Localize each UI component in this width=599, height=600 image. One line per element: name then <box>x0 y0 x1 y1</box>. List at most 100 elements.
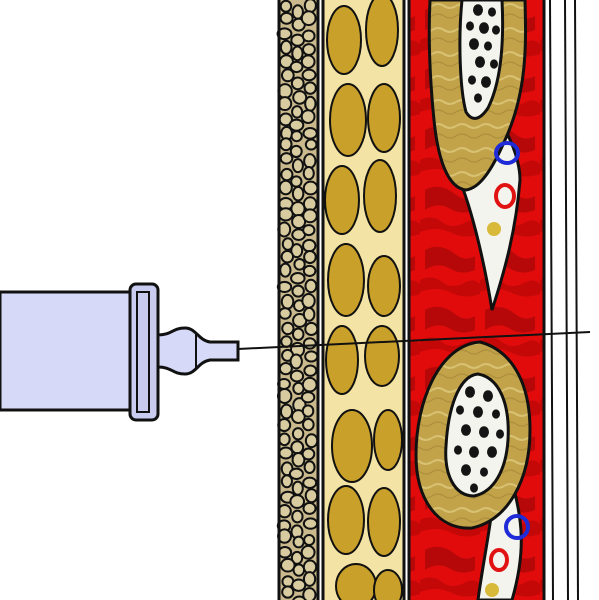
skin-cell <box>305 461 315 473</box>
skin-cell <box>292 131 302 141</box>
marrow-spot <box>468 75 476 84</box>
fat-lobule <box>332 410 372 482</box>
marrow-spot <box>479 426 489 438</box>
nerve-upper <box>487 222 501 236</box>
syringe-icon <box>0 284 238 420</box>
fat-lobule <box>368 84 400 152</box>
skin-cell <box>282 323 293 334</box>
fat-lobule <box>336 564 376 600</box>
skin-cell <box>304 182 318 195</box>
skin-cell <box>303 378 317 391</box>
skin-cell <box>304 266 316 276</box>
skin-cell <box>304 251 316 263</box>
skin-cell <box>303 30 315 41</box>
skin-cell <box>282 475 292 487</box>
marrow-spot <box>473 4 483 16</box>
syringe-hub <box>158 328 238 374</box>
skin-cell <box>306 489 318 502</box>
deep-layers <box>550 0 578 600</box>
marrow-spot <box>488 7 496 16</box>
skin-cell <box>281 405 292 419</box>
marrow-spot <box>461 424 471 436</box>
skin-cell <box>305 82 316 93</box>
skin-cell <box>293 428 303 439</box>
skin-layer <box>278 0 318 600</box>
fat-lobule <box>374 570 402 600</box>
skin-cell <box>303 44 315 55</box>
skin-cell <box>303 449 315 460</box>
skin-cell <box>303 225 314 235</box>
skin-cell <box>281 13 293 24</box>
skin-cell <box>306 434 317 447</box>
skin-cell <box>303 478 316 488</box>
skin-cell <box>279 547 291 557</box>
syringe-barrel <box>0 292 132 410</box>
marrow-spot <box>483 390 493 402</box>
fat-lobule <box>365 326 399 386</box>
skin-cell <box>281 41 292 54</box>
fat-lobule <box>330 84 366 156</box>
skin-cell <box>294 259 304 270</box>
skin-cell <box>293 482 303 495</box>
skin-cell <box>293 91 306 104</box>
skin-cell <box>294 564 305 575</box>
marrow-spot <box>479 22 489 34</box>
skin-cell <box>304 338 316 348</box>
fat-lobule <box>364 160 396 232</box>
skin-cell <box>279 447 292 458</box>
skin-cell <box>292 47 302 61</box>
fat-lobule <box>327 6 361 74</box>
marrow-spot <box>481 76 491 88</box>
skin-cell <box>293 328 303 340</box>
skin-cell <box>303 405 313 416</box>
skin-cell <box>302 55 315 68</box>
skin-cell <box>280 363 292 374</box>
skin-cell <box>281 559 295 572</box>
skin-cell <box>304 535 314 545</box>
skin-cell <box>281 336 291 347</box>
skin-cell <box>280 138 291 150</box>
skin-cell <box>305 323 317 335</box>
marrow-spot <box>466 21 474 30</box>
skin-cell <box>305 0 316 12</box>
skin-cell <box>305 351 317 361</box>
skin-cell <box>305 280 316 293</box>
skin-cell <box>279 433 289 445</box>
marrow-spot <box>480 467 488 476</box>
marrow-spot <box>487 446 497 458</box>
skin-cell <box>304 308 315 321</box>
skin-cell <box>306 140 317 150</box>
skin-cell <box>279 208 293 220</box>
fat-layer <box>322 0 404 600</box>
skin-cell <box>302 11 316 25</box>
marrow-spot <box>475 56 485 68</box>
skin-cell <box>281 169 292 180</box>
skin-cell <box>279 308 290 319</box>
marrow-spot <box>456 405 464 414</box>
skin-cell <box>291 176 301 186</box>
marrow-spot <box>496 429 504 438</box>
skin-cell <box>303 128 316 139</box>
marrow-spot <box>470 483 478 492</box>
skin-cell <box>282 69 294 81</box>
marrow-spot <box>484 41 492 50</box>
skin-cell <box>294 537 304 548</box>
skin-cell <box>303 588 315 600</box>
skin-cell <box>302 294 314 308</box>
skin-cell <box>282 295 294 309</box>
skin-cell <box>302 392 314 402</box>
fat-lobule <box>374 410 402 470</box>
deep-line-2 <box>565 0 568 600</box>
skin-cell <box>305 97 315 111</box>
skin-cells <box>278 0 318 600</box>
deep-line-1 <box>550 0 553 600</box>
skin-cell <box>303 240 315 252</box>
skin-cell <box>282 586 293 597</box>
fat-lobule <box>325 166 359 234</box>
skin-cell <box>304 572 315 586</box>
skin-cell <box>292 511 302 523</box>
skin-cell <box>293 159 303 172</box>
marrow-spot <box>469 38 479 50</box>
